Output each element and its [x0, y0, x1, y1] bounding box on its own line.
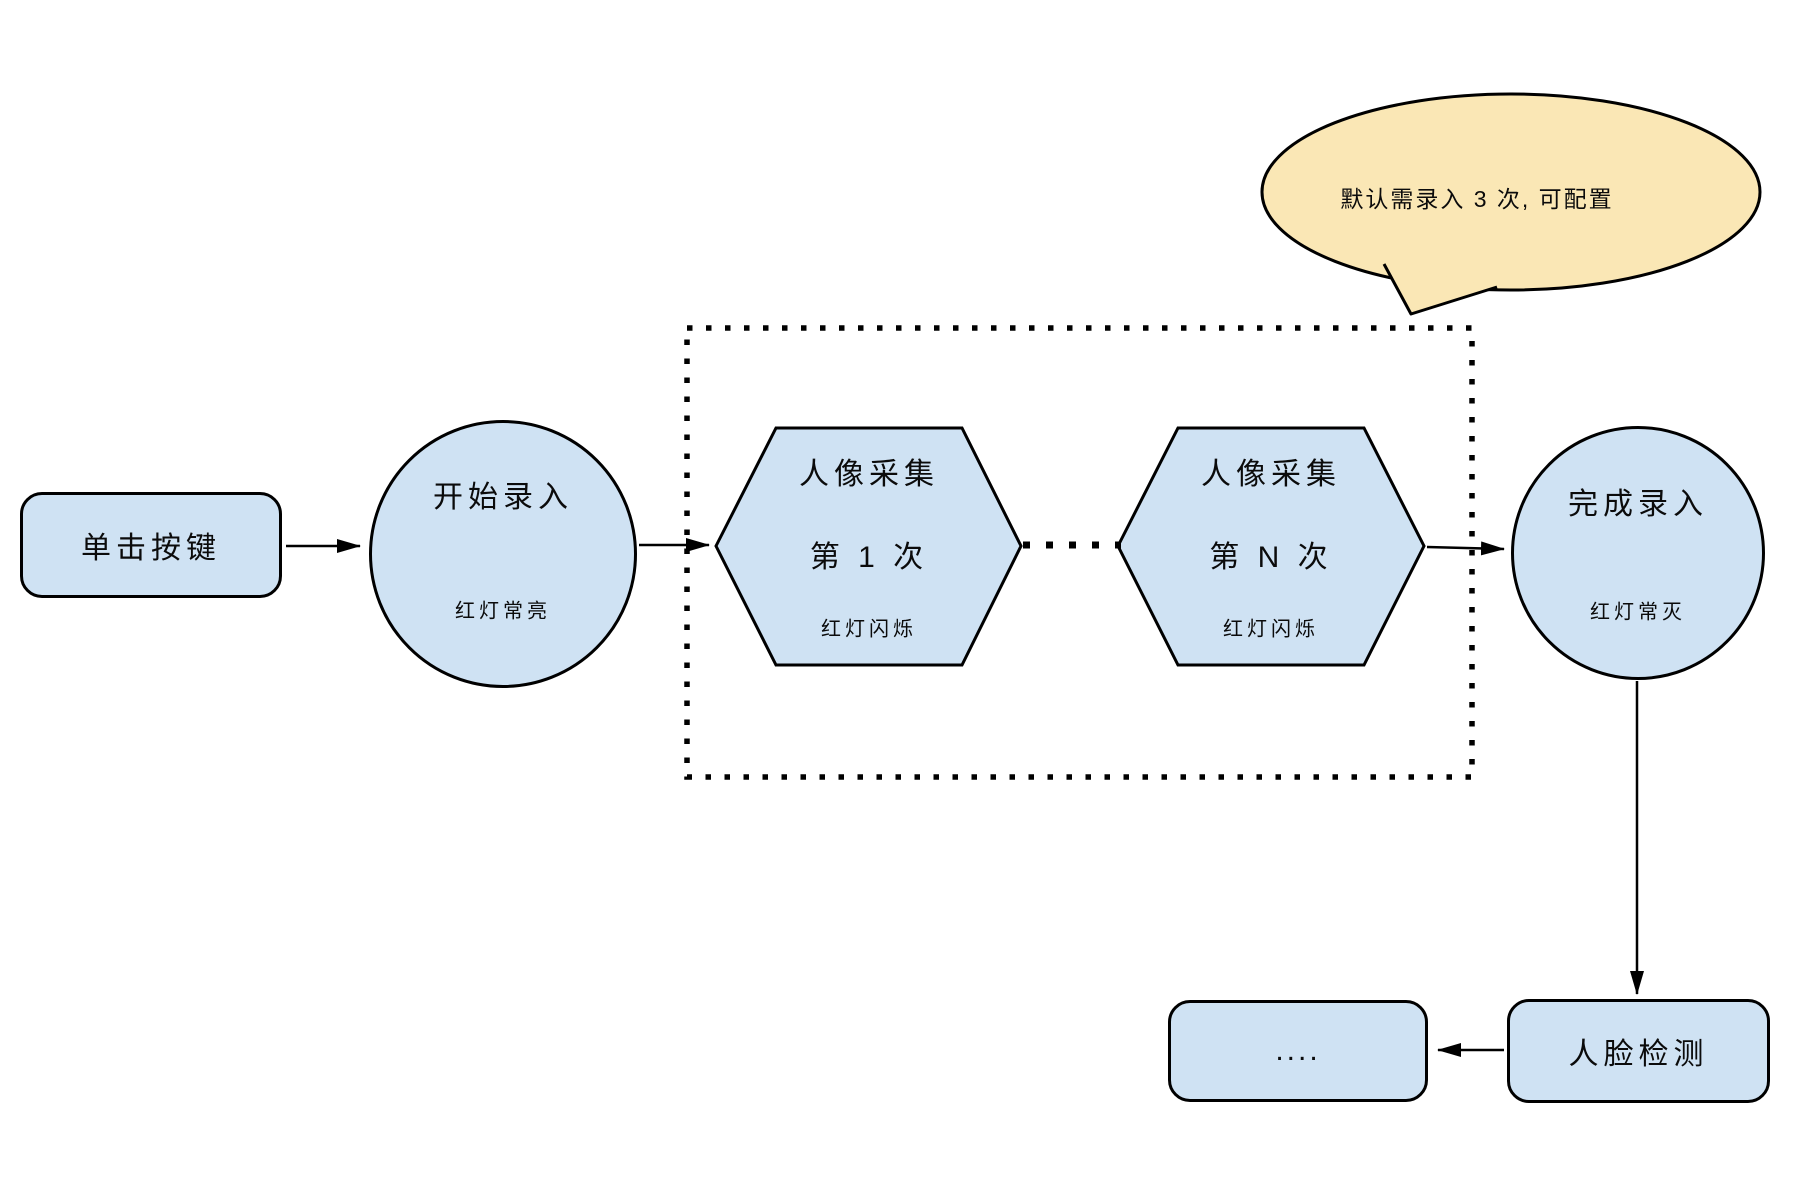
hexagon-capture-first: [714, 426, 1023, 667]
callout-bubble: [1260, 92, 1762, 292]
callout-text: 默认需录入 3 次, 可配置: [1340, 186, 1614, 212]
node-face-detect-label: 人脸检测: [1568, 1038, 1709, 1071]
node-capture-first-sublabel: 红灯闪烁: [821, 618, 917, 641]
callout-bubble-tail: [1382, 263, 1498, 316]
node-click-button: 单击按键: [20, 492, 282, 598]
node-finish-recording-sublabel: 红灯常灭: [1590, 601, 1686, 624]
node-click-button-label: 单击按键: [81, 532, 221, 565]
node-face-detect: 人脸检测: [1507, 999, 1770, 1103]
hexagon-capture-nth: [1116, 426, 1426, 667]
node-capture-nth: 人像采集 第 N 次 红灯闪烁: [1118, 428, 1424, 665]
node-capture-first-label: 人像采集: [799, 457, 939, 491]
node-finish-recording-label: 完成录入: [1568, 487, 1708, 521]
node-ellipsis-label: ....: [1275, 1034, 1321, 1067]
node-finish-recording: 完成录入 红灯常灭: [1511, 426, 1765, 680]
node-start-recording-label: 开始录入: [433, 480, 573, 514]
node-ellipsis: ....: [1168, 1000, 1428, 1102]
node-capture-nth-count: 第 N 次: [1209, 540, 1333, 574]
loop-boundary-dotted-box: [684, 325, 1475, 780]
node-capture-first-count: 第 1 次: [809, 540, 929, 574]
node-start-recording: 开始录入 红灯常亮: [369, 420, 637, 688]
node-capture-nth-label: 人像采集: [1201, 457, 1341, 491]
node-capture-nth-sublabel: 红灯闪烁: [1223, 618, 1319, 641]
node-capture-first: 人像采集 第 1 次 红灯闪烁: [716, 428, 1022, 665]
arrow-capture-to-finish: [1426, 541, 1505, 556]
node-start-recording-sublabel: 红灯常亮: [455, 600, 551, 623]
